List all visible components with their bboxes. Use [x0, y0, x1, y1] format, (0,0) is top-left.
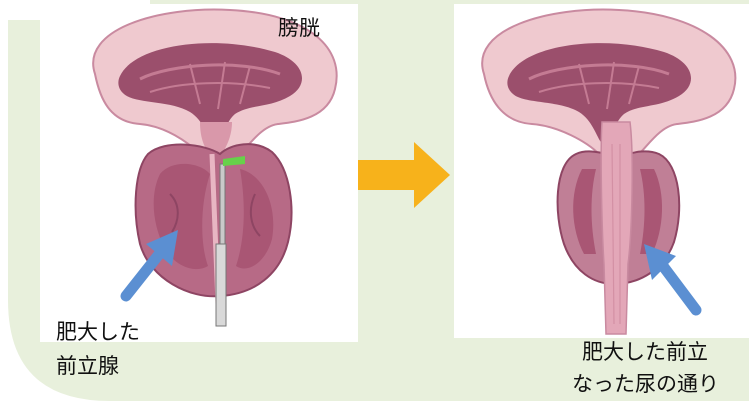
before-illustration-panel	[40, 4, 358, 342]
enlarged-prostate-label-line2: 前立腺	[56, 352, 119, 380]
enlarged-prostate-label-line1: 肥大した	[56, 318, 140, 346]
arrow-up-right-icon	[116, 226, 186, 304]
bladder-label: 膀胱	[278, 14, 320, 42]
prostate-before-illustration	[40, 4, 358, 342]
arrow-up-left-icon	[640, 240, 710, 318]
after-caption-line1: 肥大した前立	[582, 338, 708, 366]
arrow-right-icon	[358, 140, 452, 210]
after-caption-line2: なった尿の通り	[572, 370, 719, 398]
